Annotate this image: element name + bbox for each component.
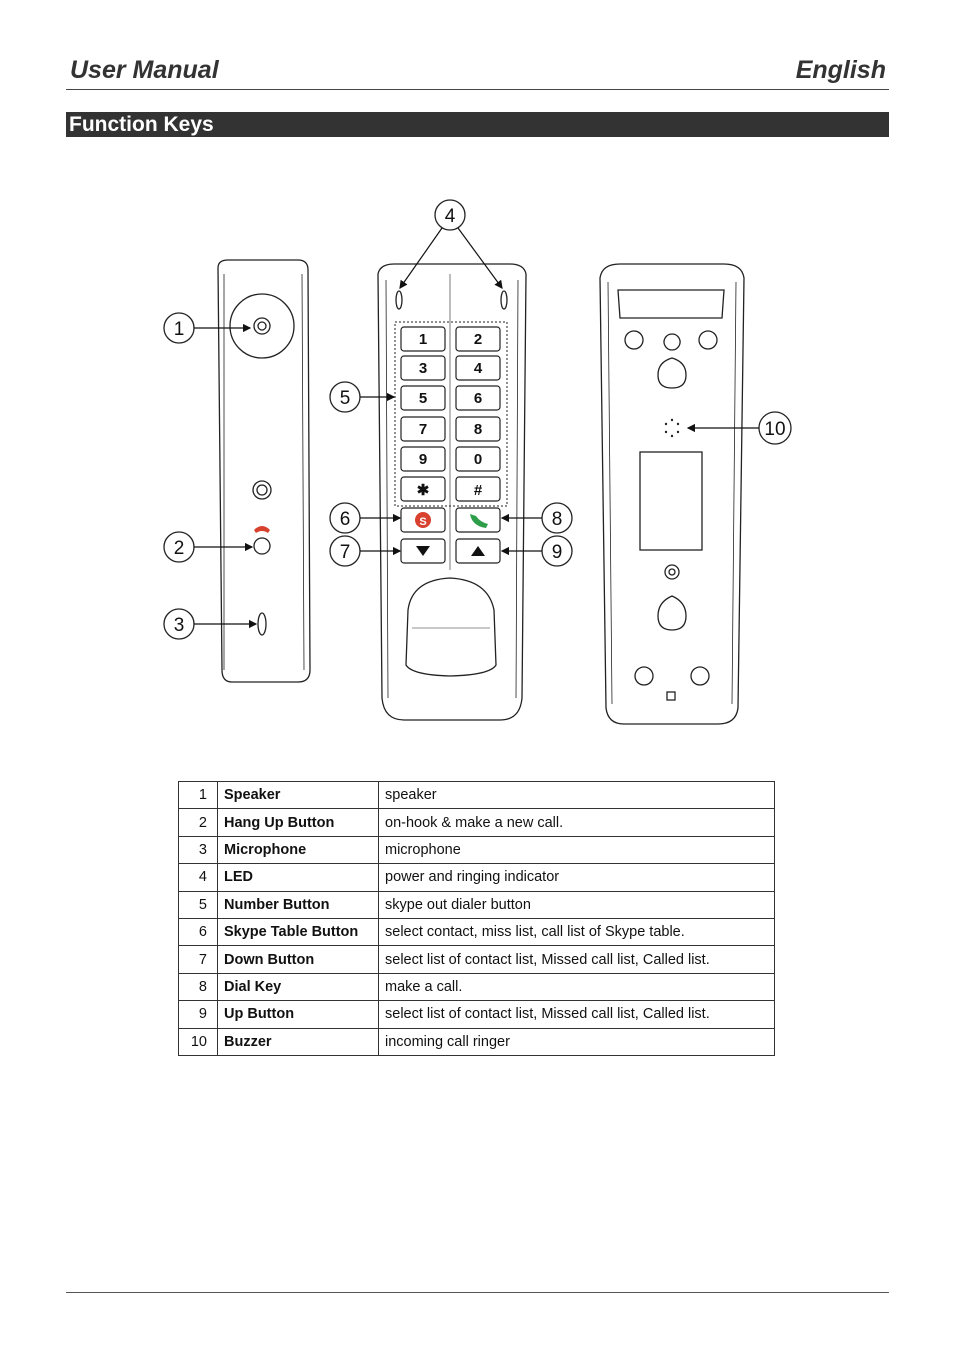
- callout-2: 2: [174, 538, 185, 559]
- side-view: [217, 259, 311, 683]
- back-view: [599, 263, 745, 725]
- keypad: [400, 326, 501, 564]
- header-rule: [66, 89, 889, 90]
- hangup-icon: [254, 526, 270, 533]
- key-description: select list of contact list, Missed call…: [378, 945, 775, 974]
- key-description: microphone: [378, 835, 775, 865]
- header-title: User Manual: [70, 56, 219, 84]
- row-number: 10: [178, 1027, 218, 1056]
- key-description: select contact, miss list, call list of …: [378, 917, 775, 947]
- handset-illustration: 1 2 3 4 5 6 7 8 9 0 ✱ # S: [163, 199, 792, 725]
- key-3: 3: [419, 360, 427, 377]
- callout-9: 9: [552, 542, 563, 563]
- buzzer-holes: [664, 418, 680, 438]
- row-number: 8: [178, 972, 218, 1002]
- key-name: Up Button: [217, 1000, 379, 1029]
- key-description: skype out dialer button: [378, 890, 775, 919]
- callout-7: 7: [340, 542, 351, 563]
- section-heading-bar: Function Keys: [66, 112, 889, 137]
- key-description: select list of contact list, Missed call…: [378, 1000, 775, 1029]
- key-description: speaker: [378, 780, 775, 810]
- dial-icon: [470, 514, 488, 528]
- key-description: power and ringing indicator: [378, 863, 775, 892]
- key-9: 9: [419, 451, 427, 468]
- row-number: 5: [178, 890, 218, 919]
- key-description: incoming call ringer: [378, 1027, 775, 1056]
- header-language: English: [795, 56, 886, 84]
- key-4: 4: [474, 360, 483, 377]
- page-header: User Manual English: [68, 56, 888, 88]
- key-2: 2: [474, 331, 482, 348]
- up-arrow-icon: [471, 546, 485, 556]
- row-number: 7: [178, 945, 218, 974]
- row-number: 3: [178, 835, 218, 865]
- callout-10: 10: [764, 419, 785, 440]
- key-name: Buzzer: [217, 1027, 379, 1056]
- key-name: Dial Key: [217, 972, 379, 1002]
- key-name: LED: [217, 863, 379, 892]
- callout-1: 1: [174, 319, 185, 340]
- row-number: 2: [178, 808, 218, 837]
- row-number: 6: [178, 917, 218, 947]
- key-name: Hang Up Button: [217, 808, 379, 837]
- key-7: 7: [419, 421, 427, 438]
- footer-rule: [66, 1292, 889, 1293]
- down-arrow-icon: [416, 546, 430, 556]
- svg-text:S: S: [419, 516, 426, 528]
- callout-5: 5: [340, 388, 351, 409]
- row-number: 4: [178, 863, 218, 892]
- section-title: Function Keys: [69, 113, 214, 136]
- key-description: make a call.: [378, 972, 775, 1002]
- callout-3: 3: [174, 615, 185, 636]
- key-name: Speaker: [217, 780, 379, 810]
- key-name: Number Button: [217, 890, 379, 919]
- key-name: Down Button: [217, 945, 379, 974]
- key-name: Skype Table Button: [217, 917, 379, 947]
- row-number: 1: [178, 780, 218, 810]
- key-name: Microphone: [217, 835, 379, 865]
- key-description: on-hook & make a new call.: [378, 808, 775, 837]
- row-number: 9: [178, 1000, 218, 1029]
- skype-icon: S: [415, 512, 431, 528]
- key-1: 1: [419, 331, 427, 348]
- callout-8: 8: [552, 509, 563, 530]
- key-5: 5: [419, 390, 427, 407]
- front-view: [377, 263, 527, 721]
- key-8: 8: [474, 421, 482, 438]
- key-0: 0: [474, 451, 482, 468]
- key-hash: #: [474, 482, 483, 499]
- callout-6: 6: [340, 509, 351, 530]
- callout-4: 4: [445, 206, 456, 227]
- key-6: 6: [474, 390, 482, 407]
- key-star: ✱: [417, 482, 430, 499]
